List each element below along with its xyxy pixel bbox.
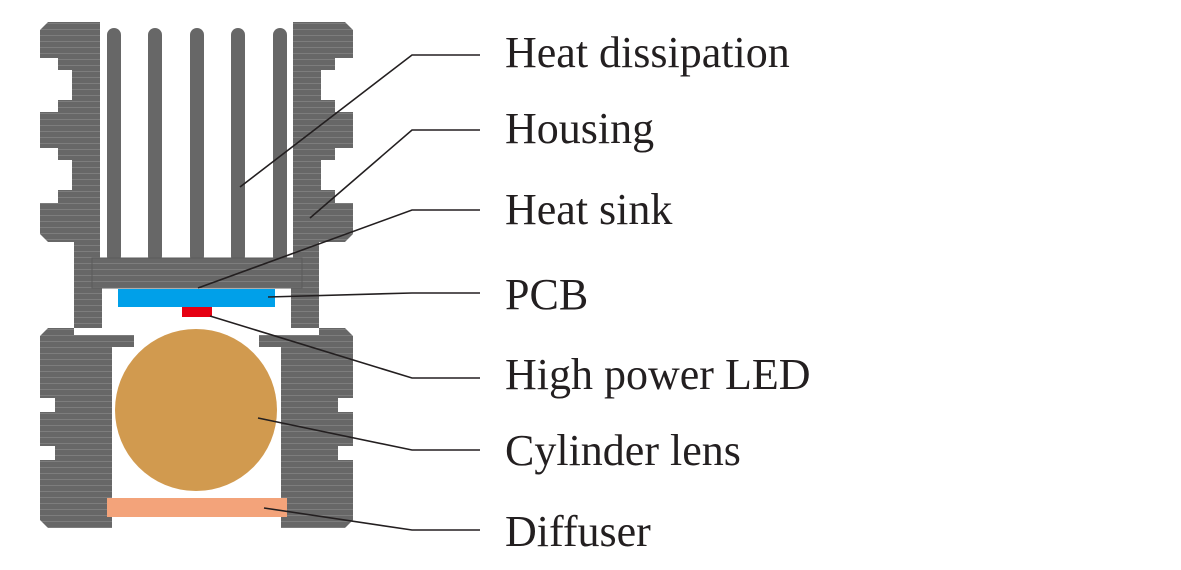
cylinder-lens-circle bbox=[115, 329, 277, 491]
label-pcb: PCB bbox=[505, 270, 588, 319]
diffuser-plate bbox=[107, 498, 287, 517]
label-housing: Housing bbox=[505, 104, 654, 153]
high-power-led-chip bbox=[182, 307, 212, 317]
leader-line-heat-dissipation bbox=[239, 54, 480, 188]
label-heat-dissipation: Heat dissipation bbox=[505, 28, 790, 77]
fin bbox=[190, 28, 204, 263]
leader-lines bbox=[197, 54, 480, 531]
leader-line-housing bbox=[309, 129, 480, 219]
leader-line-high-power-led bbox=[209, 315, 480, 379]
fin bbox=[273, 28, 287, 263]
housing-right-wall bbox=[259, 22, 353, 528]
fin bbox=[231, 28, 245, 263]
heat-sink-plate bbox=[91, 257, 303, 289]
fin bbox=[148, 28, 162, 263]
pcb-board bbox=[118, 289, 275, 307]
housing-left-wall bbox=[40, 22, 134, 528]
part-labels: Heat dissipation Housing Heat sink PCB H… bbox=[505, 28, 811, 556]
leader-line-diffuser bbox=[263, 507, 480, 531]
housing bbox=[40, 22, 353, 528]
heat-dissipation-fins bbox=[107, 28, 287, 263]
label-diffuser: Diffuser bbox=[505, 507, 651, 556]
leader-line-heat-sink bbox=[197, 209, 480, 289]
leader-line-cylinder-lens bbox=[257, 417, 480, 451]
label-heat-sink: Heat sink bbox=[505, 185, 672, 234]
leader-line-pcb bbox=[267, 292, 480, 298]
label-cylinder-lens: Cylinder lens bbox=[505, 426, 741, 475]
label-high-power-led: High power LED bbox=[505, 350, 811, 399]
fin bbox=[107, 28, 121, 263]
